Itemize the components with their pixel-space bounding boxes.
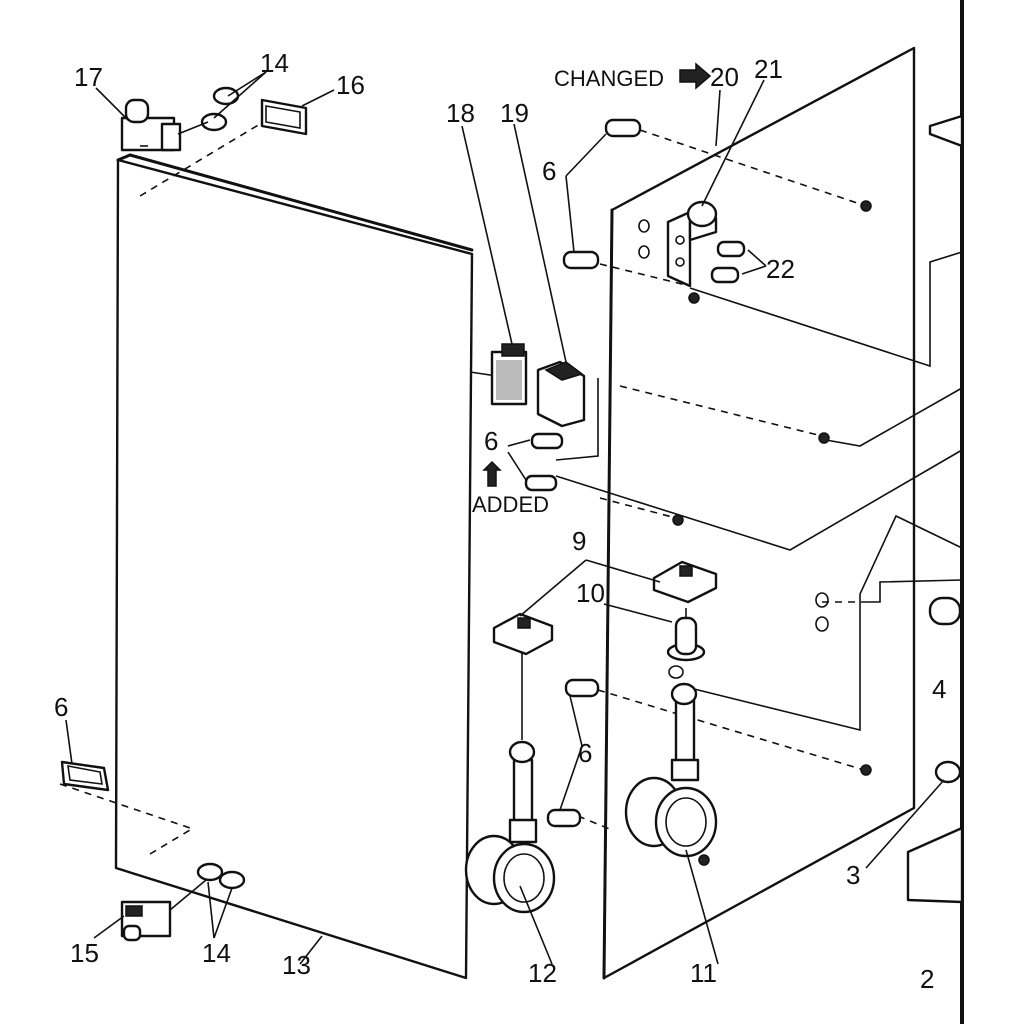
- leader-lines: [65, 71, 945, 965]
- label-3: 3: [846, 860, 860, 890]
- label-19: 19: [500, 98, 529, 128]
- label-22: 22: [766, 254, 795, 284]
- label-16: 16: [336, 70, 365, 100]
- label-17: 17: [74, 62, 103, 92]
- added-note: ADDED: [472, 492, 549, 517]
- caster-part-12: [464, 740, 556, 914]
- panel-holes: [638, 200, 872, 776]
- label-20: 20: [710, 62, 739, 92]
- label-6-low: 6: [578, 738, 592, 768]
- label-10: 10: [576, 578, 605, 608]
- bracket-part-9: [492, 560, 718, 656]
- cabinet-edge-parts: [906, 114, 964, 904]
- screws-part-14-top: [177, 86, 240, 135]
- label-6-top: 6: [542, 156, 556, 186]
- bracket-part-6-left: [60, 760, 110, 792]
- changed-note: CHANGED: [554, 66, 664, 91]
- screws-part-22: [710, 240, 767, 284]
- upper-hinge-part-17: [120, 98, 182, 152]
- label-15: 15: [70, 938, 99, 968]
- label-13: 13: [282, 950, 311, 980]
- bracket-part-16: [260, 98, 308, 136]
- lower-hinge-part-15: [120, 900, 172, 942]
- alignment-lines: [59, 117, 867, 855]
- left-door-panel: [114, 153, 474, 980]
- changed-arrow-icon: [679, 62, 712, 90]
- label-4: 4: [932, 674, 946, 704]
- caster-part-11: [624, 682, 718, 866]
- label-18: 18: [446, 98, 475, 128]
- hinge-part-21: [666, 200, 718, 288]
- label-12: 12: [528, 958, 557, 988]
- label-6-left: 6: [54, 692, 68, 722]
- label-14-bottom: 14: [202, 938, 231, 968]
- screws-part-14-bottom: [169, 862, 246, 911]
- label-11: 11: [690, 958, 717, 988]
- magnet-part-18: [490, 343, 528, 406]
- label-14-top: 14: [260, 48, 289, 78]
- connector-lines: [469, 251, 963, 740]
- added-arrow-icon: [482, 460, 502, 487]
- label-21: 21: [754, 54, 783, 84]
- screws-part-6-added: [482, 432, 564, 492]
- screws-part-6-lower: [546, 678, 600, 828]
- label-6-mid: 6: [484, 426, 498, 456]
- screws-part-6-upper: [562, 118, 642, 270]
- pivot-part-10: [666, 616, 706, 679]
- label-9: 9: [572, 526, 586, 556]
- catch-part-19: [536, 360, 586, 428]
- label-2: 2: [920, 964, 934, 994]
